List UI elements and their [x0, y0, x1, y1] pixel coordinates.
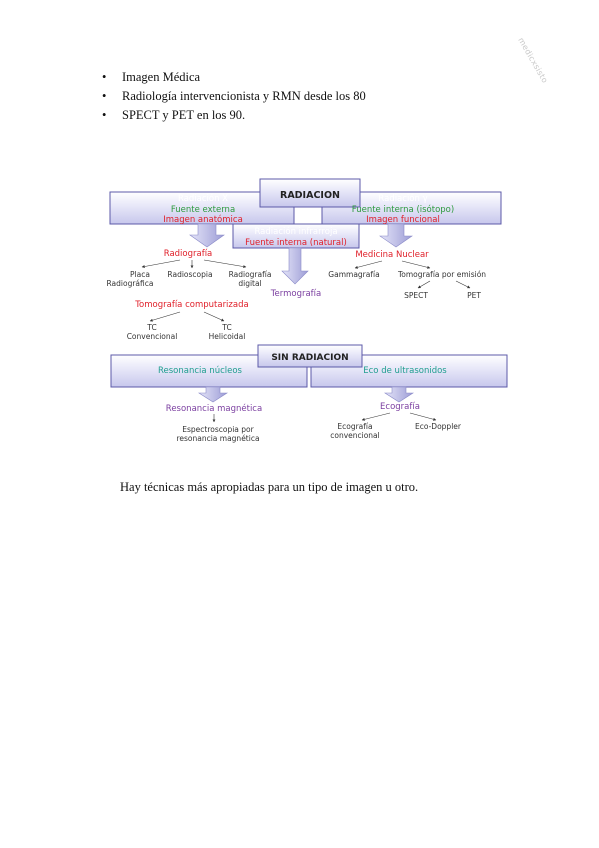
closing-paragraph: Hay técnicas más apropiadas para un tipo… — [120, 480, 419, 494]
termografia-label: Termografía — [270, 289, 321, 299]
tc-conv-line2: Convencional — [127, 332, 178, 341]
arrow-to-ecografia — [383, 386, 415, 403]
radiacion-title: RADIACION — [280, 190, 340, 201]
rayos-gamma-title: Radiación γ — [378, 193, 427, 204]
ecografia-label: Ecografía — [380, 402, 420, 412]
tc-hel-line1: TC — [221, 323, 231, 332]
box-radiacion-infrarroja — [232, 223, 360, 249]
bullet-text: SPECT y PET en los 90. — [122, 108, 246, 122]
tomografia-emision-label: Tomografía por emisión — [397, 270, 486, 279]
radioscopia-label: Radioscopia — [167, 270, 212, 279]
box-sin-radiacion — [257, 344, 363, 368]
tc-hel-line2: Helicoidal — [209, 332, 246, 341]
infrarroja-title: Radiación infrarroja — [254, 226, 337, 237]
watermark: medicxsisto — [516, 36, 550, 85]
eco-doppler-label: Eco-Doppler — [415, 422, 462, 431]
bullet-glyph: • — [102, 89, 107, 103]
eco-conv-line1: Ecografía — [337, 422, 372, 431]
espectroscopia-line1: Espectroscopia por — [182, 425, 254, 434]
radiografia-label: Radiografía — [164, 249, 213, 259]
pet-label: PET — [467, 291, 481, 300]
bullet-text: Imagen Médica — [122, 70, 201, 84]
eco-conv-line2: convencional — [330, 431, 380, 440]
resonancia-nucleos-label: Resonancia núcleos — [158, 366, 243, 376]
eco-ultrasonidos-label: Eco de ultrasonidos — [363, 366, 447, 376]
rayos-x-title: Radiación X — [178, 193, 228, 204]
spect-label: SPECT — [404, 291, 428, 300]
resonancia-magnetica-label: Resonancia magnética — [166, 403, 262, 414]
bullet-text: Radiología intervencionista y RMN desde … — [122, 89, 366, 103]
espectroscopia-line2: resonancia magnética — [176, 434, 259, 443]
sin-radiacion-title: SIN RADIACION — [271, 353, 348, 363]
box-radiacion — [259, 178, 361, 208]
bullet-item: • SPECT y PET en los 90. — [102, 106, 366, 125]
bullet-item: • Radiología intervencionista y RMN desde… — [102, 87, 366, 106]
rayos-x-line1: Fuente externa — [171, 205, 235, 215]
gammagrafia-label: Gammagrafía — [328, 270, 379, 279]
arrow-to-termografia — [281, 247, 309, 285]
placa-line2: Radiográfica — [107, 279, 154, 288]
bullet-item: • Imagen Médica — [102, 68, 366, 87]
bullet-glyph: • — [102, 108, 107, 122]
infrarroja-line1: Fuente interna (natural) — [245, 238, 347, 248]
rayos-gamma-line1: Fuente interna (isótopo) — [352, 204, 454, 215]
rad-digital-line2: digital — [238, 279, 261, 288]
rayos-x-line2: Imagen anatómica — [163, 214, 243, 225]
arrow-to-radiografia — [189, 223, 225, 248]
bullet-list: • Imagen Médica • Radiología intervencioni… — [102, 68, 366, 125]
bullet-glyph: • — [102, 70, 107, 84]
radiation-diagram: RADIACION Radiación X Fuente externa Ima… — [107, 178, 508, 443]
arrow-to-resonancia-magnetica — [197, 386, 229, 403]
tc-conv-line1: TC — [146, 323, 156, 332]
tomografia-computarizada-label: Tomografía computarizada — [134, 300, 248, 310]
medicina-nuclear-label: Medicina Nuclear — [355, 250, 429, 260]
rad-digital-line1: Radiografía — [229, 270, 272, 279]
rayos-gamma-line2: Imagen funcional — [366, 215, 440, 225]
arrow-to-medicina-nuclear — [379, 223, 413, 248]
placa-line1: Placa — [130, 270, 150, 279]
